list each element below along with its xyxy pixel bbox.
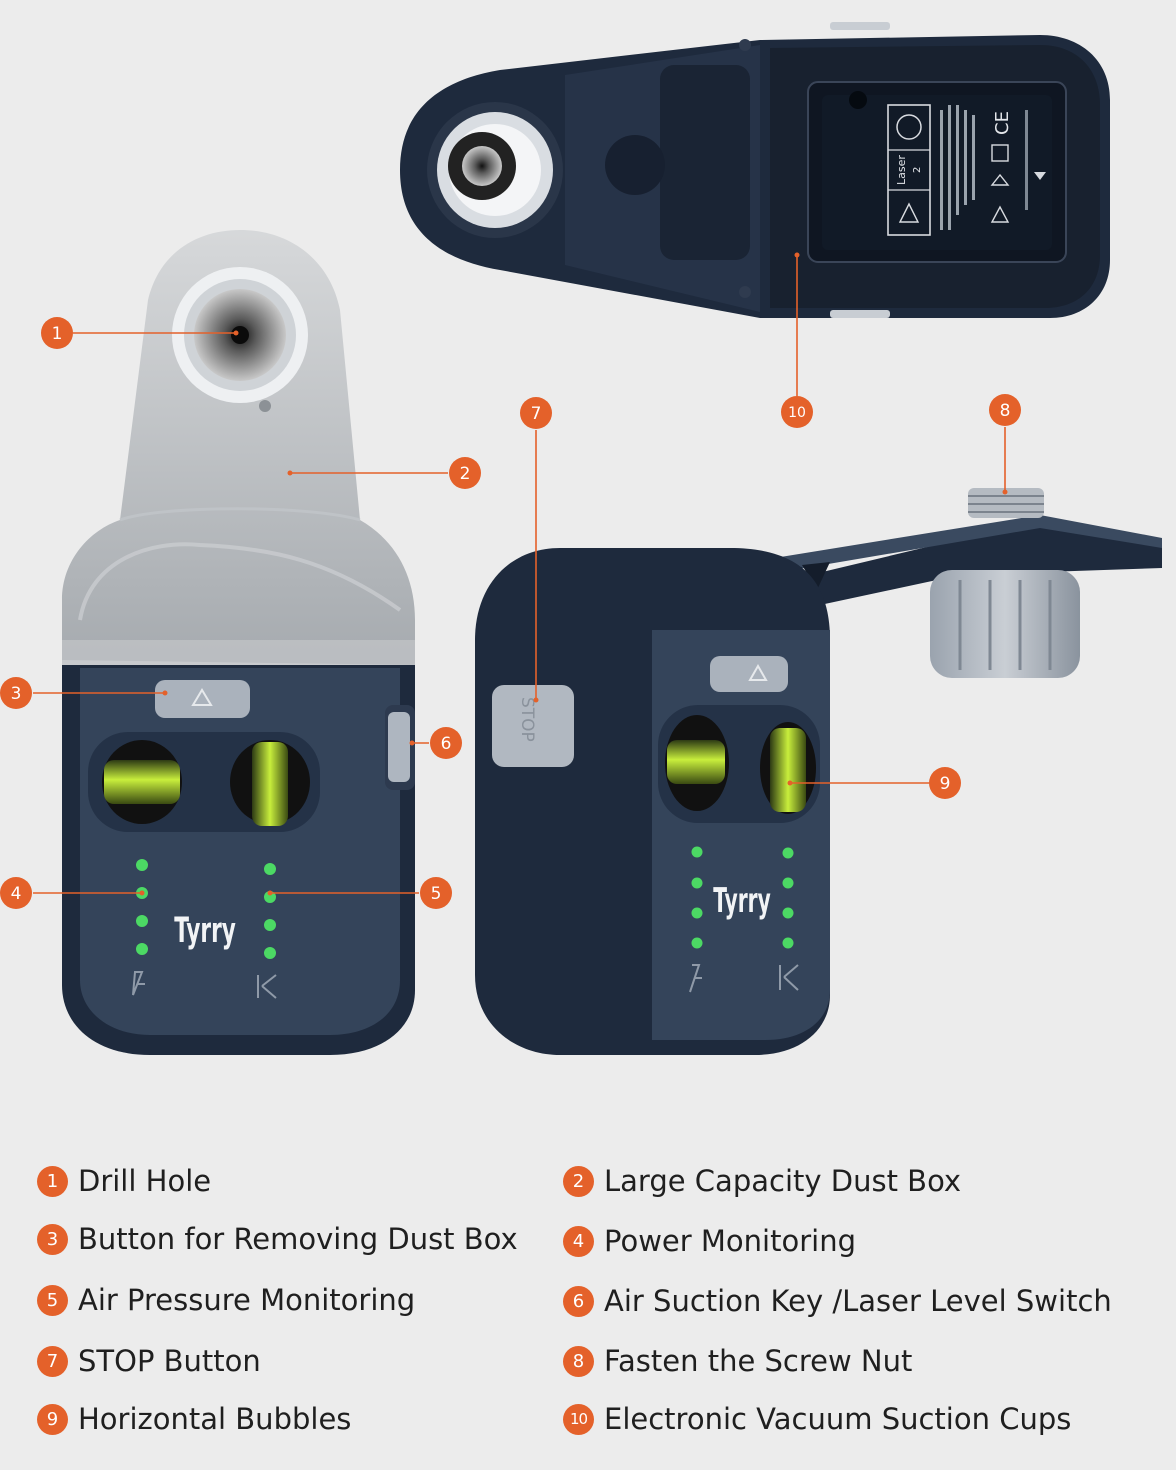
legend-item-drill-hole: 1 Drill Hole — [37, 1161, 211, 1201]
callout-1-label: 1 — [52, 324, 63, 344]
brand-logo: Tyrry — [174, 910, 236, 951]
feature-legend: 1 Drill Hole 2 Large Capacity Dust Box 3… — [0, 1150, 1176, 1450]
callout-1: 1 — [41, 317, 73, 349]
legend-number: 9 — [37, 1403, 68, 1435]
callout-8: 8 — [989, 394, 1021, 426]
legend-label: STOP Button — [78, 1344, 261, 1378]
callout-2-label: 2 — [460, 464, 471, 484]
legend-item-dust-box: 2 Large Capacity Dust Box — [563, 1161, 961, 1201]
legend-number: 8 — [563, 1345, 594, 1377]
legend-label: Power Monitoring — [604, 1224, 856, 1258]
callout-10-label: 10 — [788, 405, 806, 421]
legend-label: Air Suction Key /Laser Level Switch — [604, 1284, 1112, 1318]
device-side-view: STOP Tyrry — [475, 488, 1162, 1055]
laser-class-number: 2 — [912, 167, 923, 173]
stop-label: STOP — [517, 697, 537, 742]
device-front-view: Tyrry — [62, 230, 415, 1055]
callout-2: 2 — [449, 457, 481, 489]
legend-number: 6 — [563, 1285, 594, 1317]
legend-number: 1 — [37, 1165, 68, 1197]
legend-label: Large Capacity Dust Box — [604, 1164, 962, 1198]
legend-item-screw-nut: 8 Fasten the Screw Nut — [563, 1341, 912, 1381]
callout-5: 5 — [420, 877, 452, 909]
legend-item-air-pressure: 5 Air Pressure Monitoring — [37, 1280, 415, 1320]
legend-number: 7 — [37, 1345, 68, 1377]
ce-mark: CE — [992, 111, 1013, 135]
leader-lines — [33, 255, 1006, 894]
legend-item-remove-button: 3 Button for Removing Dust Box — [37, 1219, 518, 1259]
callout-5-label: 5 — [431, 884, 442, 904]
callout-8-label: 8 — [1000, 401, 1011, 421]
callout-9-label: 9 — [940, 774, 951, 794]
legend-item-suction-cups: 10 Electronic Vacuum Suction Cups — [563, 1399, 1071, 1439]
device-back-view: Laser 2 CE — [400, 22, 1110, 318]
callout-7: 7 — [520, 397, 552, 429]
legend-number: 4 — [563, 1225, 594, 1257]
callout-9: 9 — [929, 767, 961, 799]
legend-label: Electronic Vacuum Suction Cups — [604, 1402, 1072, 1436]
leader-dots — [139, 252, 1008, 896]
product-illustration: Laser 2 CE — [0, 22, 1162, 1055]
legend-item-air-suction-key: 6 Air Suction Key /Laser Level Switch — [563, 1281, 1112, 1321]
legend-label: Button for Removing Dust Box — [78, 1222, 518, 1256]
callout-7-label: 7 — [531, 404, 542, 424]
legend-label: Fasten the Screw Nut — [604, 1344, 913, 1378]
brand-logo-side: Tyrry — [713, 880, 770, 920]
legend-number: 2 — [563, 1165, 594, 1197]
legend-number: 5 — [37, 1284, 68, 1316]
callout-4-label: 4 — [11, 884, 22, 904]
legend-number: 10 — [563, 1403, 594, 1435]
legend-label: Air Pressure Monitoring — [78, 1283, 416, 1317]
callout-3: 3 — [0, 677, 32, 709]
legend-number: 3 — [37, 1223, 68, 1255]
callout-4: 4 — [0, 877, 32, 909]
callout-6: 6 — [430, 727, 462, 759]
legend-label: Drill Hole — [78, 1164, 212, 1198]
legend-item-bubbles: 9 Horizontal Bubbles — [37, 1399, 351, 1439]
legend-label: Horizontal Bubbles — [78, 1402, 352, 1436]
callout-3-label: 3 — [11, 684, 22, 704]
laser-class-label: Laser — [895, 155, 908, 185]
legend-item-power-monitoring: 4 Power Monitoring — [563, 1221, 856, 1261]
callout-6-label: 6 — [441, 734, 452, 754]
legend-item-stop-button: 7 STOP Button — [37, 1341, 261, 1381]
callout-10: 10 — [781, 396, 813, 428]
